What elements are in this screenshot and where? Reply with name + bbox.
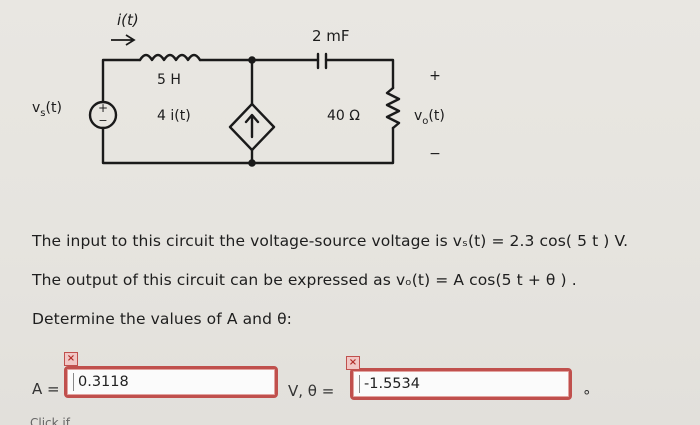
cutoff-link-text[interactable]: Click if ...: [30, 416, 86, 425]
output-voltage-label: vo(t): [414, 108, 445, 127]
question-line-1: The input to this circuit the voltage-so…: [32, 232, 629, 250]
answer-theta-input[interactable]: -1.5534: [350, 368, 572, 400]
capacitor-2mf: [316, 52, 328, 70]
wire-left-vertical-top: [101, 58, 142, 104]
resistor-40-ohm: [385, 86, 401, 130]
source-minus-sign: −: [98, 114, 107, 127]
degree-symbol: °: [583, 387, 591, 405]
node-top: [248, 56, 256, 64]
dependent-current-source-diamond: [228, 102, 276, 152]
output-plus-sign: +: [429, 68, 441, 84]
source-plus-sign: +: [98, 101, 108, 115]
current-arrow: [111, 34, 136, 46]
answer-a-label: A =: [32, 380, 60, 398]
question-line-2: The output of this circuit can be expres…: [32, 271, 577, 289]
node-bottom: [248, 159, 256, 167]
wire-top-right: [324, 58, 395, 90]
inductor-5h: [138, 53, 202, 62]
question-line-3: Determine the values of A and θ:: [32, 310, 292, 328]
resistor-label: 40 Ω: [327, 108, 360, 124]
inductor-label: 5 H: [157, 72, 181, 88]
incorrect-icon: ×: [64, 352, 78, 366]
capacitor-label: 2 mF: [312, 27, 350, 45]
voltage-source-circle: [88, 100, 118, 130]
output-minus-sign: −: [429, 146, 441, 162]
source-label: vs(t): [32, 100, 62, 119]
circuit-diagram: + − i(t) 2 mF 5 H vs(t) 4 i(t) 40 Ω + vo…: [32, 11, 445, 167]
current-label: i(t): [117, 11, 139, 29]
dependent-source-arrow: [244, 113, 260, 139]
answer-a-input[interactable]: 0.3118: [64, 366, 278, 398]
dependent-source-label: 4 i(t): [157, 108, 191, 124]
answer-theta-label: V, θ =: [288, 382, 335, 400]
answer-a-value: 0.3118: [73, 373, 129, 391]
incorrect-icon: ×: [346, 356, 360, 370]
wire-right-vertical-bottom: [101, 126, 395, 165]
answer-theta-value: -1.5534: [359, 375, 420, 393]
